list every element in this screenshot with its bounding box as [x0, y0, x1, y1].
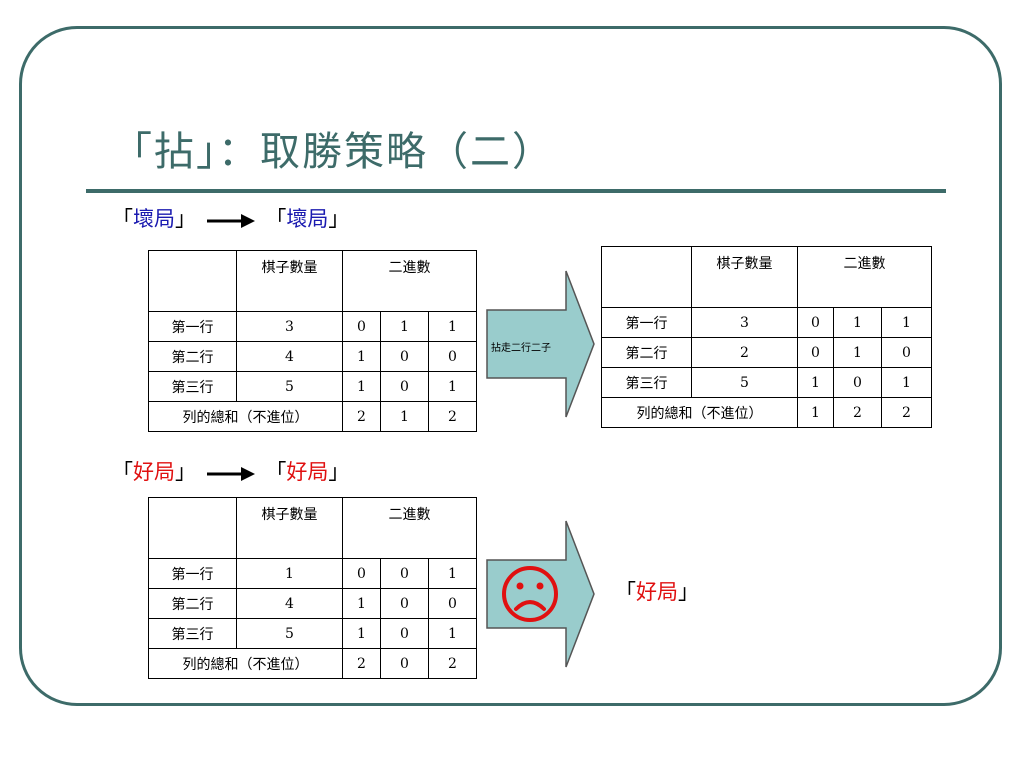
bad-word: 壞局	[133, 207, 175, 231]
bad-transition-heading: 「壞局」 「壞局」	[112, 207, 350, 231]
table-bad-after: 棋子數量 二進數 第一行 3 0 1 1 第二行 2 0 1 0 第三行 5 1…	[601, 246, 932, 428]
block-arrow-icon	[486, 270, 595, 418]
good-word: 好局	[636, 580, 678, 604]
table-row: 第一行 1 0 0 1	[148, 558, 477, 589]
sad-face-icon	[502, 566, 558, 622]
right-arrow-icon	[206, 213, 255, 228]
result-good: 「好局」	[615, 580, 699, 604]
table-row: 第三行 5 1 0 1	[148, 371, 477, 402]
table-row: 第二行 4 1 0 0	[148, 341, 477, 372]
header-count: 棋子數量	[236, 250, 343, 312]
table-row: 第三行 5 1 0 1	[601, 367, 932, 398]
title-underline	[86, 189, 946, 193]
slide-title: 「拈」：取勝策略（二）	[112, 129, 554, 175]
table-row: 第三行 5 1 0 1	[148, 618, 477, 649]
good-word: 好局	[286, 460, 329, 484]
table-row: 第二行 4 1 0 0	[148, 588, 477, 619]
header-binary: 二進數	[342, 497, 477, 559]
header-binary: 二進數	[797, 246, 932, 308]
header-binary: 二進數	[342, 250, 477, 312]
block-arrow-icon	[486, 520, 595, 668]
sum-row: 列的總和（不進位） 2 1 2	[148, 401, 477, 432]
header-count: 棋子數量	[236, 497, 343, 559]
sum-row: 列的總和（不進位） 2 0 2	[148, 648, 477, 679]
table-row: 第一行 3 0 1 1	[601, 307, 932, 338]
slide-frame	[19, 26, 1002, 706]
table-bad-before: 棋子數量 二進數 第一行 3 0 1 1 第二行 4 1 0 0 第三行 5 1…	[148, 250, 477, 432]
good-transition-heading: 「好局」 「好局」	[112, 460, 350, 484]
header-count: 棋子數量	[691, 246, 798, 308]
table-good-before: 棋子數量 二進數 第一行 1 0 0 1 第二行 4 1 0 0 第三行 5 1…	[148, 497, 477, 679]
right-arrow-icon	[206, 466, 255, 481]
bad-word: 壞局	[286, 207, 329, 231]
table-row: 第一行 3 0 1 1	[148, 311, 477, 342]
move-label: 拈走二行二子	[491, 343, 551, 354]
sum-row: 列的總和（不進位） 1 2 2	[601, 397, 932, 428]
table-row: 第二行 2 0 1 0	[601, 337, 932, 368]
good-word: 好局	[133, 460, 175, 484]
